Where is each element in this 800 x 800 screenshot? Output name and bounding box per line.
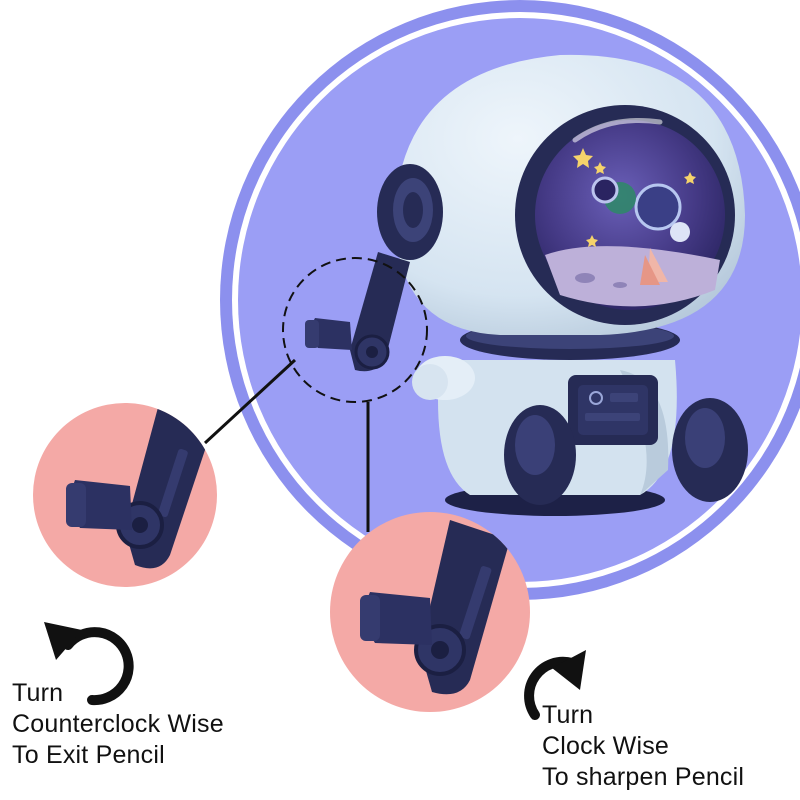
caption-right-line-1: Turn: [542, 701, 594, 729]
caption-right-line-3: To sharpen Pencil: [542, 763, 745, 791]
caption-left-line-3: To Exit Pencil: [12, 741, 165, 769]
zoom-circle-right: [330, 512, 530, 712]
caption-counterclockwise: Turn Counterclock Wise To Exit Pencil: [12, 678, 224, 771]
rotate-clockwise-icon: [524, 650, 586, 720]
caption-clockwise: Turn Clock Wise To sharpen Pencil: [542, 700, 744, 793]
rotate-counterclockwise-icon: [44, 622, 134, 706]
caption-right-line-2: Clock Wise: [542, 732, 670, 760]
focus-circle: [282, 257, 428, 403]
connector-line-left: [203, 358, 297, 445]
zoom-circle-left: [33, 403, 217, 587]
caption-left-line-2: Counterclock Wise: [12, 710, 224, 738]
caption-left-line-1: Turn: [12, 679, 64, 707]
astronaut-sharpener: [305, 54, 748, 516]
